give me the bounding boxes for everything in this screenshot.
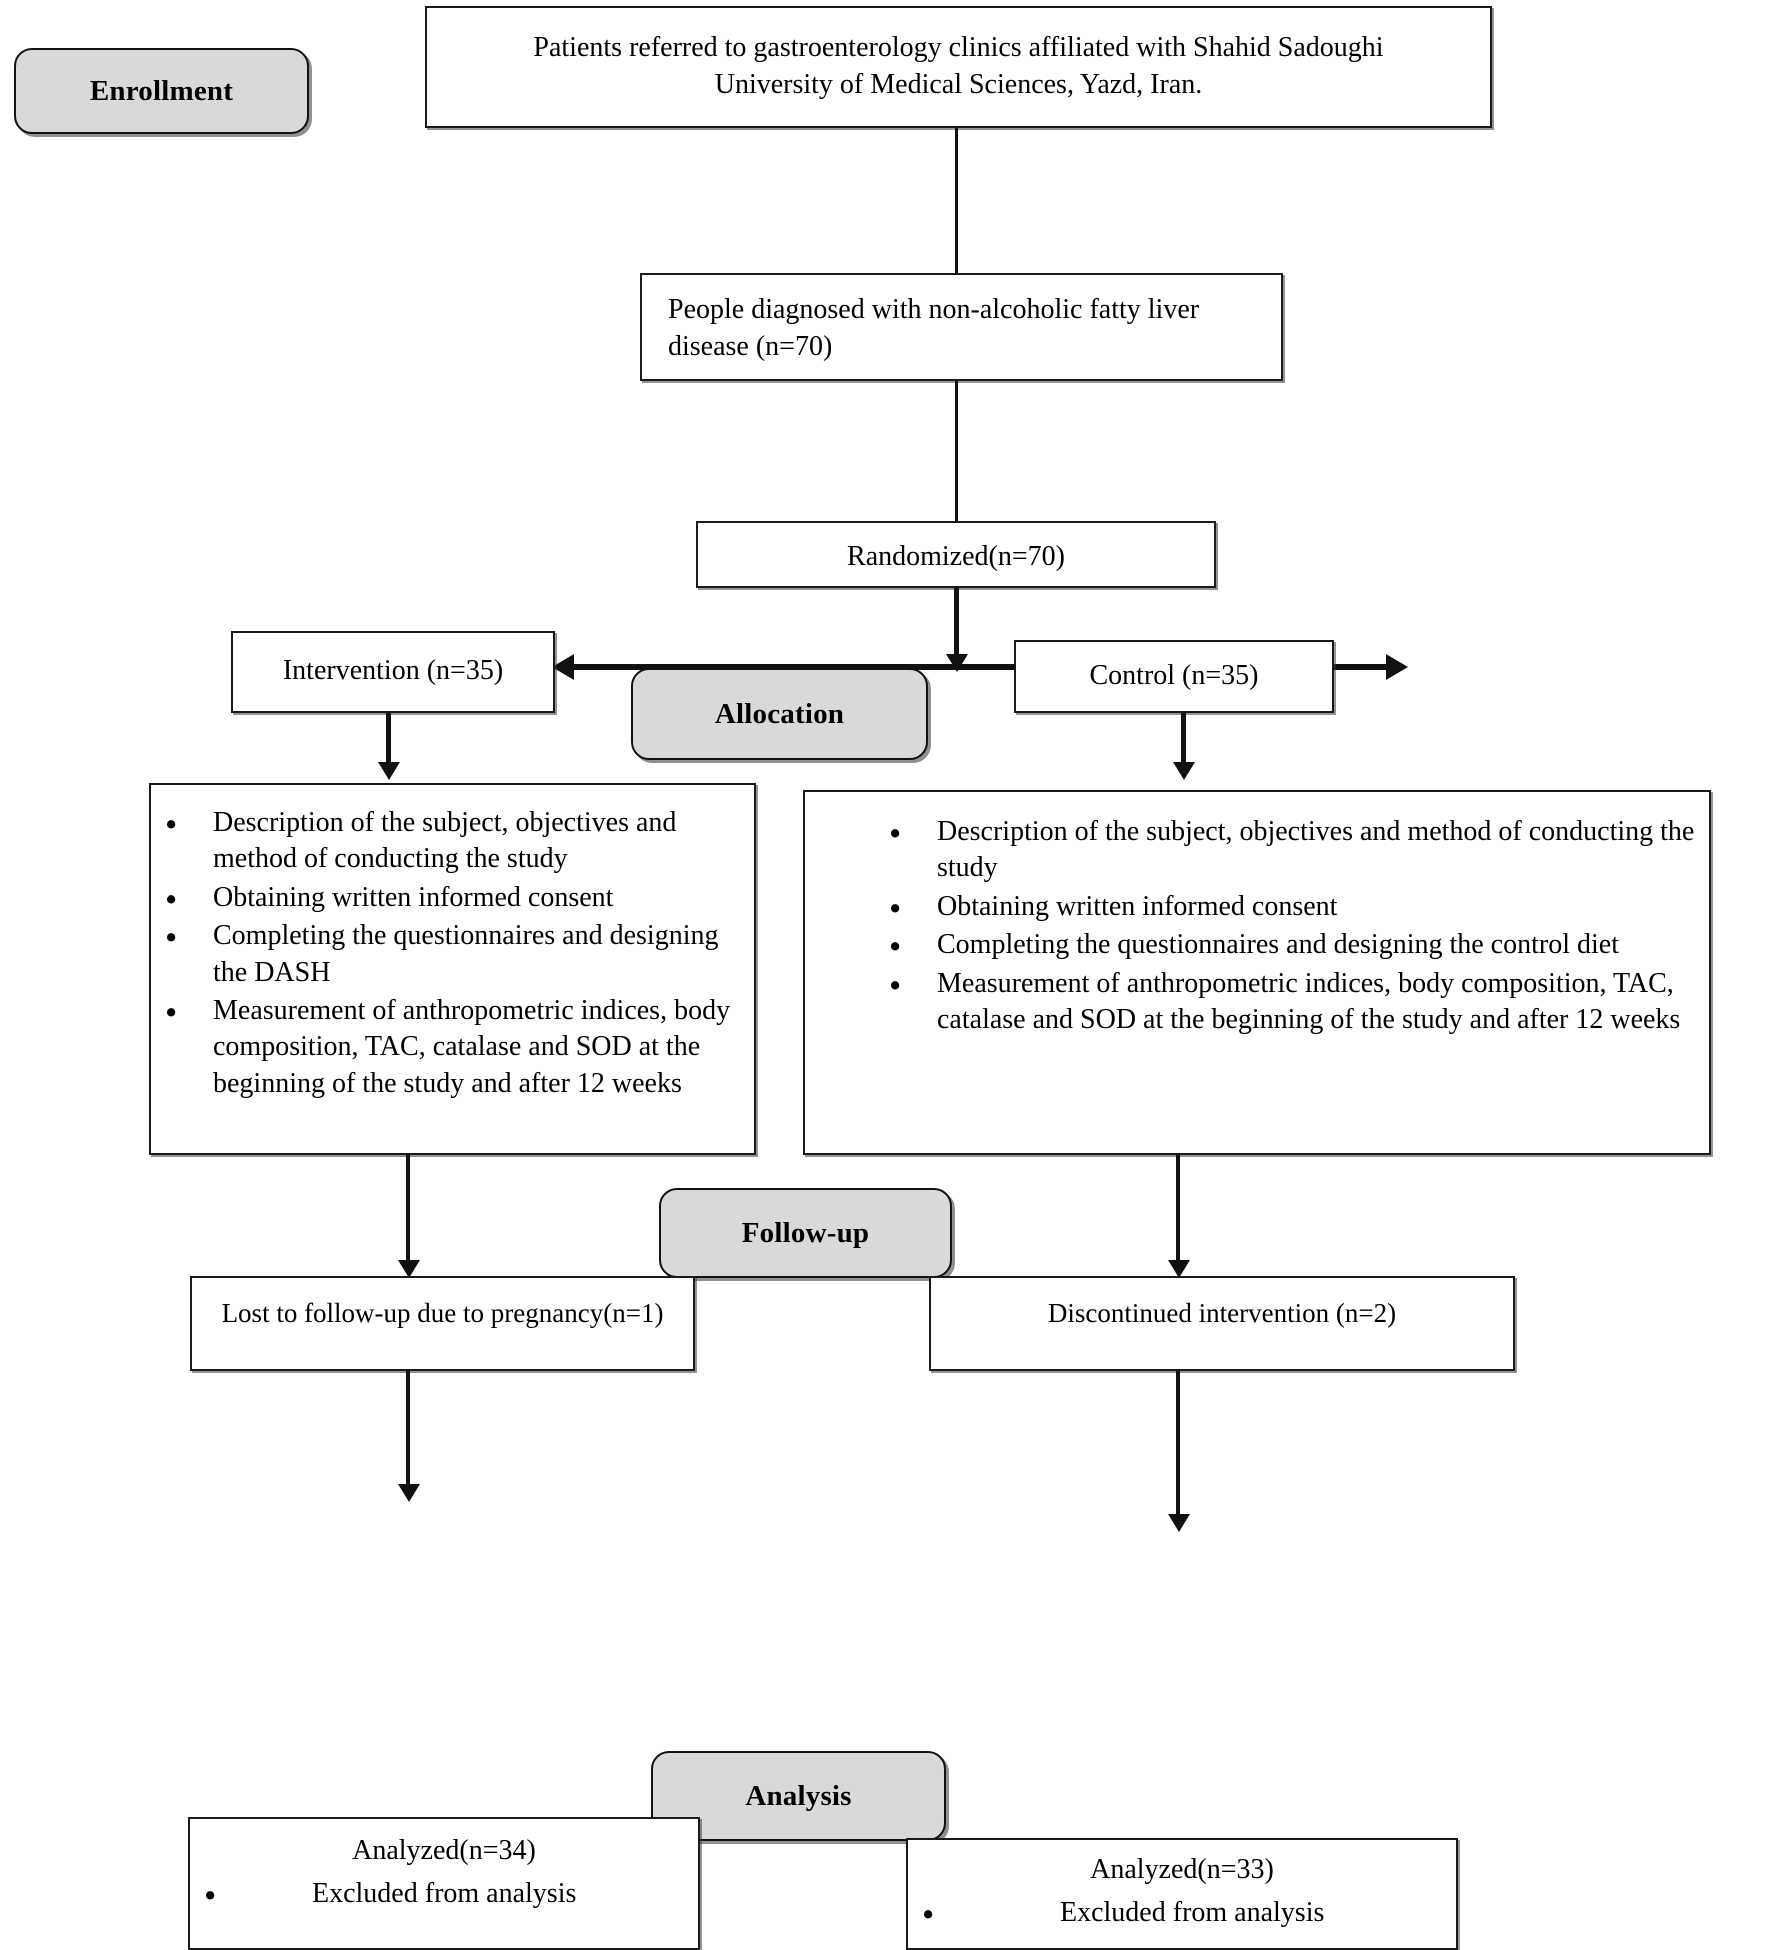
box-lost-to-followup-intervention-text: Lost to follow-up due to pregnancy(n=1): [221, 1298, 664, 1328]
stage-label-allocation-text: Allocation: [714, 697, 845, 730]
connector-lost-followup-down: [406, 1371, 410, 1491]
box-analyzed-intervention-title: Analyzed(n=34): [352, 1835, 536, 1866]
arrow-to-control-head: [1386, 654, 1408, 680]
list-item: Completing the questionnaires and design…: [151, 916, 744, 991]
stage-label-followup-text: Follow-up: [741, 1216, 870, 1249]
analyzed-intervention-list: Excluded from analysis: [190, 1874, 698, 1918]
stage-label-enrollment-text: Enrollment: [89, 74, 234, 107]
box-analyzed-intervention: Analyzed(n=34) Excluded from analysis: [188, 1817, 700, 1950]
box-control-arm: Control (n=35): [1014, 640, 1334, 713]
box-intervention-details: Description of the subject, objectives a…: [149, 783, 756, 1155]
analyzed-control-list: Excluded from analysis: [908, 1893, 1456, 1937]
arrow-intervention-followup-head: [398, 1260, 420, 1278]
list-item: Description of the subject, objectives a…: [875, 812, 1699, 887]
box-lost-to-followup-intervention: Lost to follow-up due to pregnancy(n=1): [190, 1276, 695, 1371]
list-item: Measurement of anthropometric indices, b…: [875, 964, 1699, 1039]
intervention-details-list: Description of the subject, objectives a…: [151, 803, 744, 1102]
arrow-analyzed-left-head: [398, 1484, 420, 1502]
list-item: Obtaining written informed consent: [875, 887, 1699, 931]
list-item: Completing the questionnaires and design…: [875, 925, 1699, 969]
box-patients-referred-text: Patients referred to gastroenterology cl…: [533, 32, 1384, 100]
arrow-control-followup-head: [1168, 1260, 1190, 1278]
box-randomized: Randomized(n=70): [696, 521, 1216, 588]
box-randomized-text: Randomized(n=70): [847, 541, 1065, 572]
connector-intervention-arm-down: [386, 713, 391, 768]
arrow-analyzed-right-head: [1168, 1514, 1190, 1532]
box-patients-referred: Patients referred to gastroenterology cl…: [425, 6, 1492, 128]
control-details-list: Description of the subject, objectives a…: [875, 812, 1699, 1039]
box-intervention-arm-text: Intervention (n=35): [282, 655, 504, 686]
stage-label-enrollment: Enrollment: [14, 48, 309, 134]
box-diagnosed-nafld-text: People diagnosed with non-alcoholic fatt…: [668, 294, 1200, 362]
box-control-arm-text: Control (n=35): [1089, 660, 1259, 691]
list-item: Measurement of anthropometric indices, b…: [151, 991, 744, 1102]
box-control-details: Description of the subject, objectives a…: [803, 790, 1711, 1155]
box-discontinued-control-text: Discontinued intervention (n=2): [1047, 1298, 1397, 1328]
arrow-to-intervention-head: [552, 654, 574, 680]
stage-label-analysis-text: Analysis: [745, 1779, 852, 1812]
connector-referred-to-diagnosed: [955, 128, 958, 273]
list-item: Excluded from analysis: [908, 1893, 1456, 1937]
box-intervention-arm: Intervention (n=35): [231, 631, 555, 713]
connector-diagnosed-to-randomized: [955, 381, 958, 521]
stage-label-followup: Follow-up: [659, 1188, 952, 1278]
stage-label-analysis: Analysis: [651, 1751, 946, 1841]
stage-label-allocation: Allocation: [631, 668, 928, 760]
list-item: Description of the subject, objectives a…: [151, 803, 744, 878]
box-diagnosed-nafld: People diagnosed with non-alcoholic fatt…: [640, 273, 1283, 381]
box-discontinued-control: Discontinued intervention (n=2): [929, 1276, 1515, 1371]
list-item: Excluded from analysis: [190, 1874, 698, 1918]
connector-control-arm-down: [1181, 713, 1186, 768]
connector-randomized-down: [954, 588, 959, 660]
connector-intervention-details-down: [406, 1155, 410, 1267]
arrow-control-arm-head: [1173, 762, 1195, 780]
allocation-split-line: [574, 664, 1386, 670]
box-analyzed-control-title: Analyzed(n=33): [1090, 1854, 1274, 1885]
arrow-intervention-arm-head: [378, 762, 400, 780]
connector-discontinued-down: [1176, 1371, 1180, 1521]
box-analyzed-control: Analyzed(n=33) Excluded from analysis: [906, 1838, 1458, 1950]
connector-control-details-down: [1176, 1155, 1180, 1267]
list-item: Obtaining written informed consent: [151, 878, 744, 922]
